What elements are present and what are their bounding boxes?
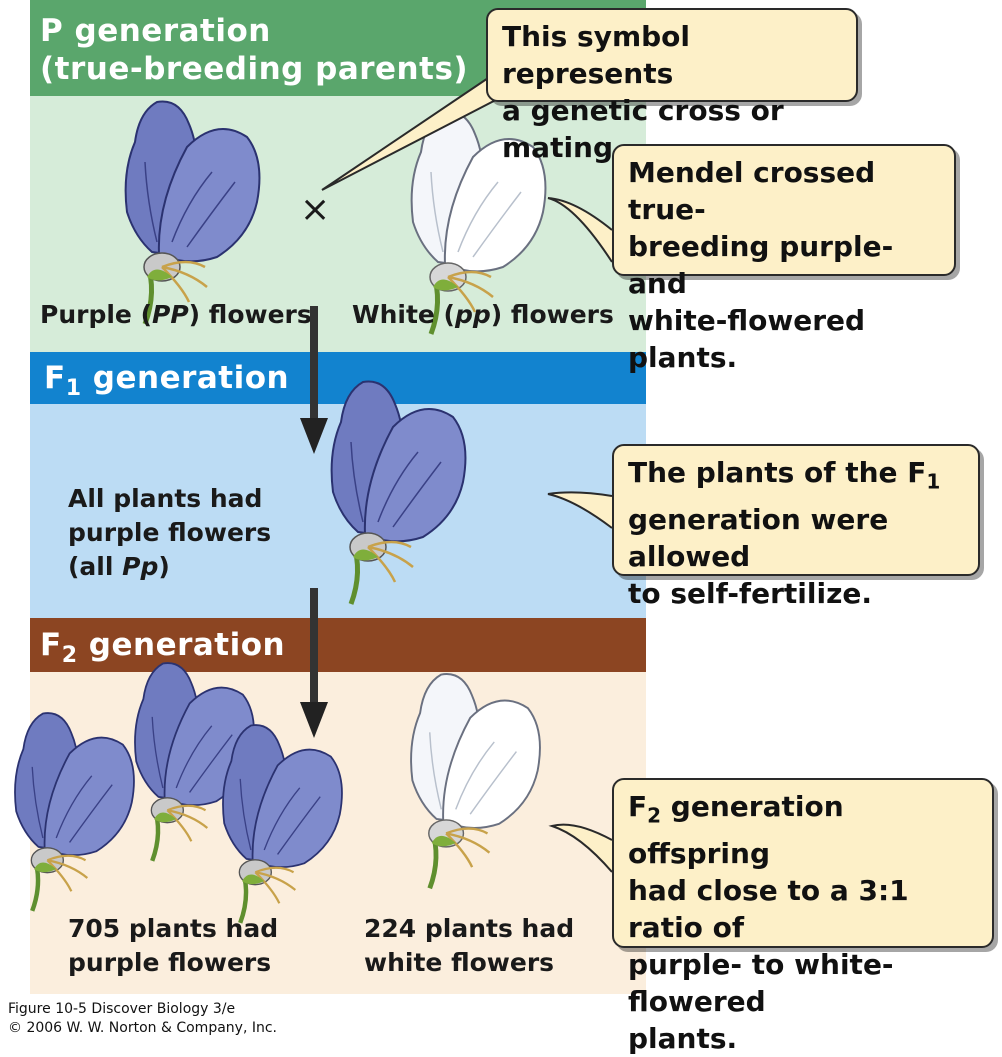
callout-cross-symbol: This symbol represents a genetic cross o… <box>486 8 858 164</box>
f2-generation-header <box>30 618 646 672</box>
f2-purple-count-label: 705 plants had purple flowers <box>68 914 279 977</box>
p-generation-title: P generation (true-breeding parents) <box>40 12 468 88</box>
cross-symbol-icon: × <box>300 189 331 230</box>
down-arrow-icon <box>300 588 328 738</box>
callout-f2-ratio: F2 generation offspring had close to a 3… <box>612 778 994 1055</box>
callout-mendel-cross: Mendel crossed true- breeding purple- an… <box>612 144 956 374</box>
f1-generation-title: F1 generation <box>44 360 290 402</box>
f1-generation-header <box>30 352 646 404</box>
f2-white-count-label: 224 plants had white flowers <box>364 914 575 977</box>
f2-generation-panel <box>30 672 646 994</box>
f1-result-label: All plants had purple flowers (all Pp) <box>68 484 272 581</box>
down-arrow-icon <box>300 306 328 454</box>
p-generation-title-line1: P generation <box>40 13 271 49</box>
figure-credit: Figure 10-5 Discover Biology 3/e © 2006 … <box>8 1001 277 1036</box>
purple-parent-label: Purple (PP) flowers <box>40 300 312 329</box>
f2-generation-title: F2 generation <box>40 627 286 669</box>
white-parent-label: White (pp) flowers <box>352 300 614 329</box>
callout-f1-self-fertilize: The plants of the F1 generation were all… <box>612 444 980 610</box>
p-generation-title-line2: (true-breeding parents) <box>40 51 469 87</box>
